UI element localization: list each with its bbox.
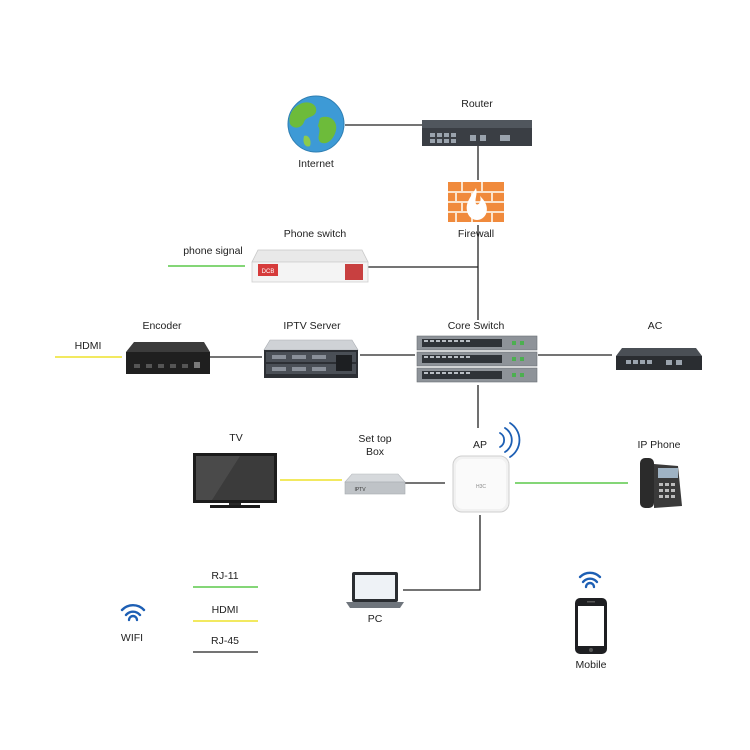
router-label: Router xyxy=(461,98,493,110)
internet-globe-icon xyxy=(287,95,345,153)
iptv-server-label: IPTV Server xyxy=(283,320,341,332)
ip-phone-icon xyxy=(640,458,682,508)
connections xyxy=(55,124,628,591)
wifi-legend-label: WIFI xyxy=(121,632,143,644)
encoder-icon xyxy=(126,342,210,374)
phone-signal-label: phone signal xyxy=(183,245,243,257)
firewall-label: Firewall xyxy=(458,228,494,240)
mobile-wifi-icon xyxy=(578,571,602,589)
ac-icon xyxy=(616,348,702,370)
hdmi-input-label: HDMI xyxy=(75,340,102,352)
phone-switch-label: Phone switch xyxy=(284,228,347,240)
pc-laptop-icon xyxy=(346,572,404,608)
legend-hdmi-label: HDMI xyxy=(212,604,239,616)
ap-wifi-waves-icon xyxy=(499,422,521,458)
cable-legend: RJ-11 HDMI RJ-45 xyxy=(193,570,258,653)
pc-label: PC xyxy=(368,613,383,625)
firewall-icon xyxy=(448,182,504,222)
phone-switch-icon: DCB xyxy=(251,249,369,283)
legend-rj45-label: RJ-45 xyxy=(211,635,239,647)
set-top-box-label-line1: Set top xyxy=(358,433,391,445)
core-switch-icon xyxy=(416,335,538,383)
ap-brand: H3C xyxy=(476,484,486,490)
link-ap-pc xyxy=(403,515,481,591)
mobile-label: Mobile xyxy=(576,659,607,671)
set-top-box-brand: IPTV xyxy=(354,487,366,493)
ap-icon: H3C xyxy=(452,455,510,513)
router-icon xyxy=(422,120,532,146)
ac-label: AC xyxy=(648,320,663,332)
legend-rj11-label: RJ-11 xyxy=(211,570,238,582)
set-top-box-label-line2: Box xyxy=(366,446,385,458)
iptv-server-icon xyxy=(263,339,359,378)
tv-icon xyxy=(193,453,277,508)
set-top-box-icon: IPTV xyxy=(344,473,406,495)
wifi-icon xyxy=(120,604,146,622)
internet-label: Internet xyxy=(298,158,334,170)
mobile-phone-icon xyxy=(575,598,607,654)
ap-label: AP xyxy=(473,439,487,451)
core-switch-label: Core Switch xyxy=(448,320,505,332)
tv-label: TV xyxy=(229,432,242,444)
phone-switch-brand: DCB xyxy=(262,269,275,275)
ip-phone-label: IP Phone xyxy=(637,439,680,451)
encoder-label: Encoder xyxy=(142,320,182,332)
